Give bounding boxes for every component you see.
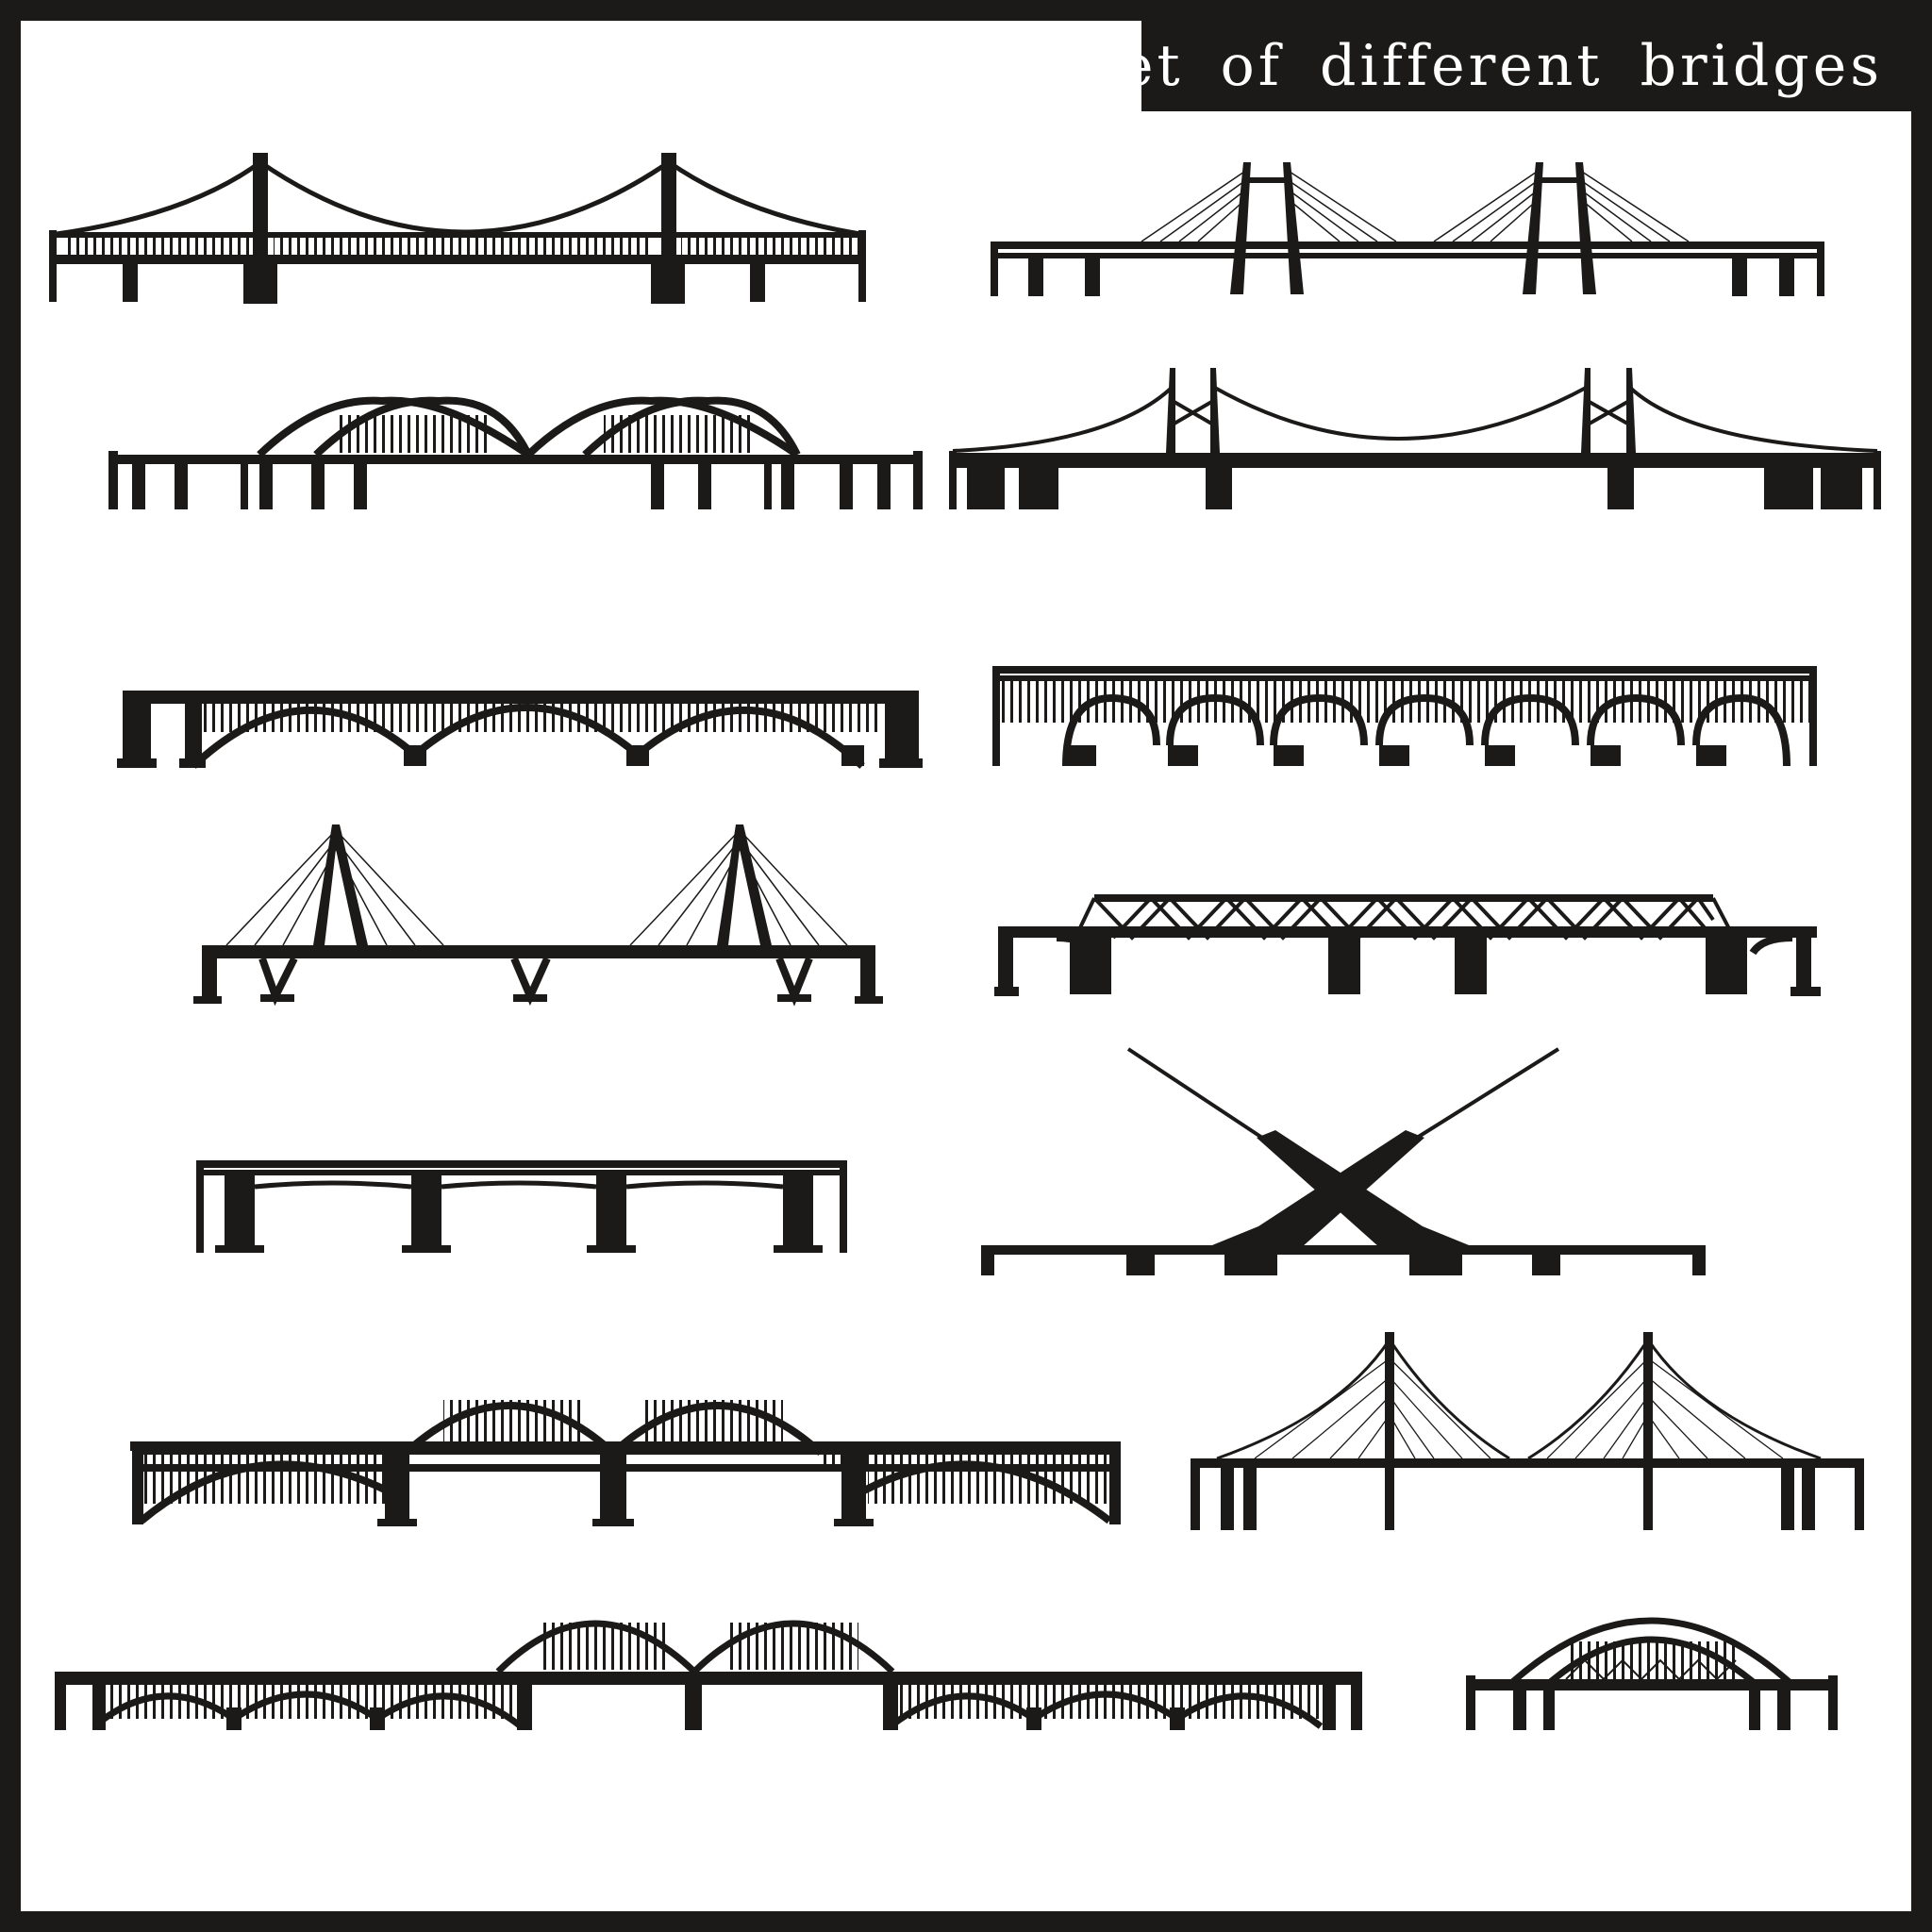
beam-bridge-icon <box>196 1160 847 1253</box>
double-tube-arch-bridge-icon <box>108 396 923 509</box>
twin-tied-arch-bridge-icon <box>130 1400 1121 1526</box>
canvas-panel <box>21 21 1911 1911</box>
single-arch-bridge-icon <box>1466 1617 1838 1730</box>
a-pylon-cable-stayed-bridge-icon <box>193 824 883 1007</box>
bascule-bridge-icon <box>981 1047 1706 1275</box>
three-arch-deck-bridge-icon <box>117 691 923 769</box>
long-arch-viaduct-icon <box>55 1620 1362 1730</box>
curved-cable-stayed-bridge-icon <box>1191 1332 1864 1530</box>
page-title: Set of different bridges <box>1076 33 1883 99</box>
arcade-viaduct-icon <box>992 666 1817 767</box>
title-bar: Set of different bridges <box>1077 21 1911 111</box>
suspension-bridge-icon <box>49 153 866 304</box>
spired-suspension-bridge-icon <box>949 368 1881 509</box>
truss-bridge-icon <box>994 894 1821 996</box>
cable-stayed-a-frame-bridge-icon <box>991 162 1824 296</box>
